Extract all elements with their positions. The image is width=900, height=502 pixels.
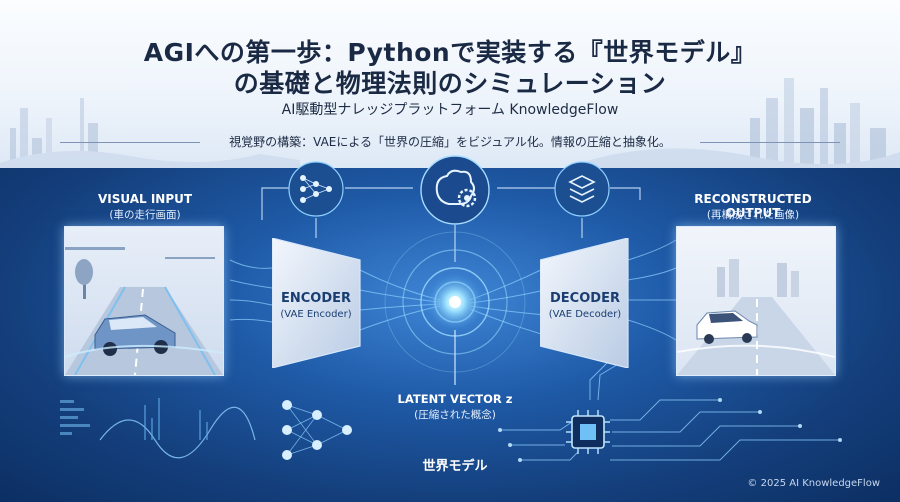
title-line-1: AGIへの第一歩：Pythonで実装する『世界モデル』 — [143, 38, 757, 67]
reconstructed-sub: (再構成された画像) — [706, 209, 800, 221]
copyright: © 2025 AI KnowledgeFlow — [747, 478, 880, 489]
reconstructed-label: RECONSTRUCTED OUTPUT — [694, 192, 812, 220]
caption: 視覚野の構築：VAEによる「世界の圧縮」をビジュアル化。情報の圧縮と抽象化。 — [229, 135, 671, 149]
title-line-2: の基礎と物理法則のシミュレーション — [233, 69, 667, 98]
encoder-block — [272, 238, 361, 368]
subtitle: AI駆動型ナレッジプラットフォーム KnowledgeFlow — [281, 102, 619, 118]
cpu-chip-icon — [566, 410, 610, 454]
latent-vector-sub: (圧縮された概念) — [414, 409, 496, 421]
latent-vector-label: LATENT VECTOR z — [397, 392, 513, 406]
car-icon — [94, 314, 176, 356]
caption-rule-left — [60, 142, 200, 143]
neural-network-small-icon — [282, 400, 352, 460]
layers-icon — [554, 161, 610, 217]
caption-rule-right — [700, 142, 840, 143]
encoder-sub: (VAE Encoder) — [280, 309, 352, 320]
reconstructed-panel — [676, 226, 836, 376]
world-model-label: 世界モデル — [422, 459, 488, 474]
neural-network-icon — [288, 161, 344, 217]
road-scene — [65, 247, 223, 375]
decoder-block — [540, 238, 629, 368]
decoder-label: DECODER — [550, 291, 620, 306]
visual-input-panel — [64, 226, 224, 376]
tree-icon — [75, 259, 93, 299]
header-area — [0, 0, 900, 178]
decoder-sub: (VAE Decoder) — [548, 309, 622, 320]
reconstructed-scene — [677, 259, 835, 375]
encoder-label: ENCODER — [280, 291, 352, 306]
reconstructed-car-icon — [696, 310, 758, 344]
brain-gear-icon — [420, 155, 490, 225]
visual-input-label: VISUAL INPUT — [97, 192, 193, 206]
visual-input-sub: (車の走行画面) — [109, 209, 181, 221]
